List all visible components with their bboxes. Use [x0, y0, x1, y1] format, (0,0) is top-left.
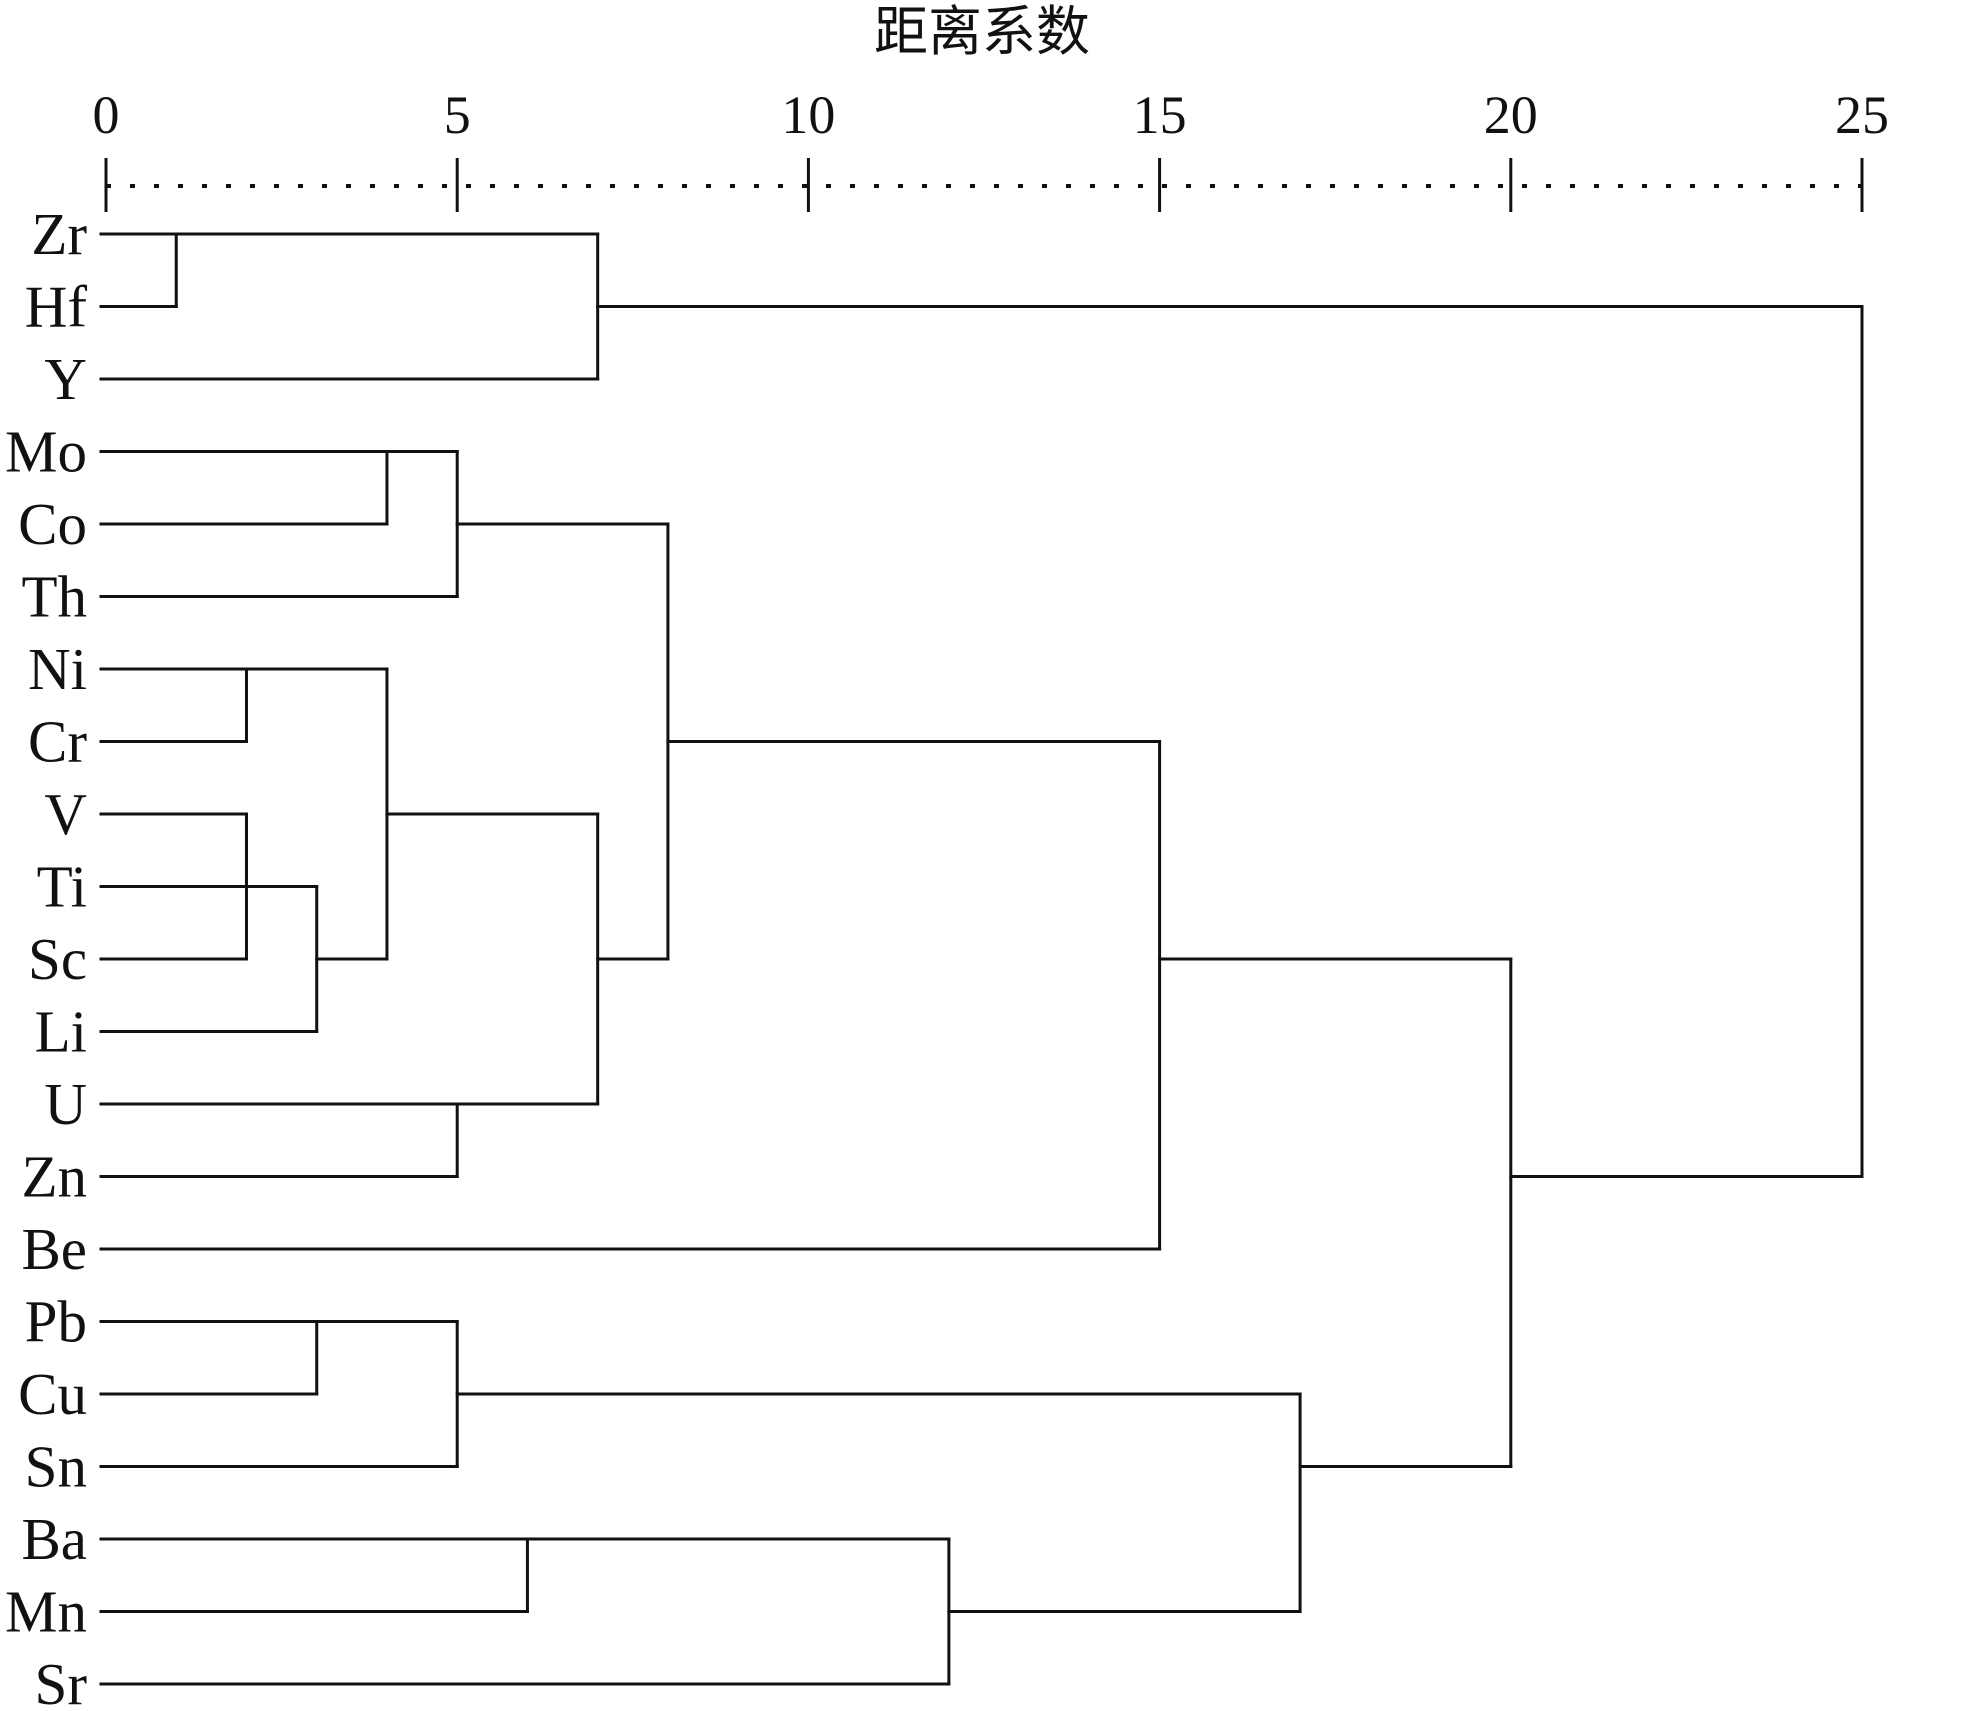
leaf-label-Sc: Sc: [28, 926, 87, 992]
leaf-label-Ti: Ti: [37, 854, 87, 920]
x-tick-label: 5: [444, 85, 471, 145]
leaf-label-Cr: Cr: [28, 709, 87, 775]
leaf-label-Ba: Ba: [21, 1506, 87, 1572]
x-tick-label: 20: [1484, 85, 1538, 145]
leaf-label-Pb: Pb: [25, 1289, 87, 1355]
dendrogram-links: [99, 232, 1864, 1686]
x-tick-label: 10: [781, 85, 835, 145]
x-tick-label: 15: [1133, 85, 1187, 145]
leaf-label-V: V: [44, 781, 87, 847]
leaf-label-Mo: Mo: [5, 419, 87, 485]
leaf-label-Sn: Sn: [25, 1434, 87, 1500]
leaf-label-Zr: Zr: [31, 201, 87, 267]
x-tick-label: 25: [1835, 85, 1889, 145]
leaf-label-Hf: Hf: [25, 274, 88, 340]
leaf-label-Co: Co: [18, 491, 87, 557]
x-tick-label: 0: [93, 85, 120, 145]
leaf-label-Th: Th: [21, 564, 87, 630]
x-axis-title: 距离系数: [874, 2, 1090, 62]
leaf-label-Mn: Mn: [5, 1579, 87, 1645]
leaf-label-Cu: Cu: [18, 1361, 87, 1427]
leaf-label-Zn: Zn: [21, 1144, 87, 1210]
leaf-label-Be: Be: [21, 1216, 87, 1282]
leaf-label-U: U: [44, 1071, 87, 1137]
leaf-label-Li: Li: [35, 999, 87, 1065]
leaf-label-Sr: Sr: [35, 1651, 88, 1711]
x-axis-ticks: 0 5 10 15 20 25: [93, 85, 1889, 212]
leaf-label-Y: Y: [44, 346, 87, 412]
leaf-label-Ni: Ni: [28, 636, 87, 702]
